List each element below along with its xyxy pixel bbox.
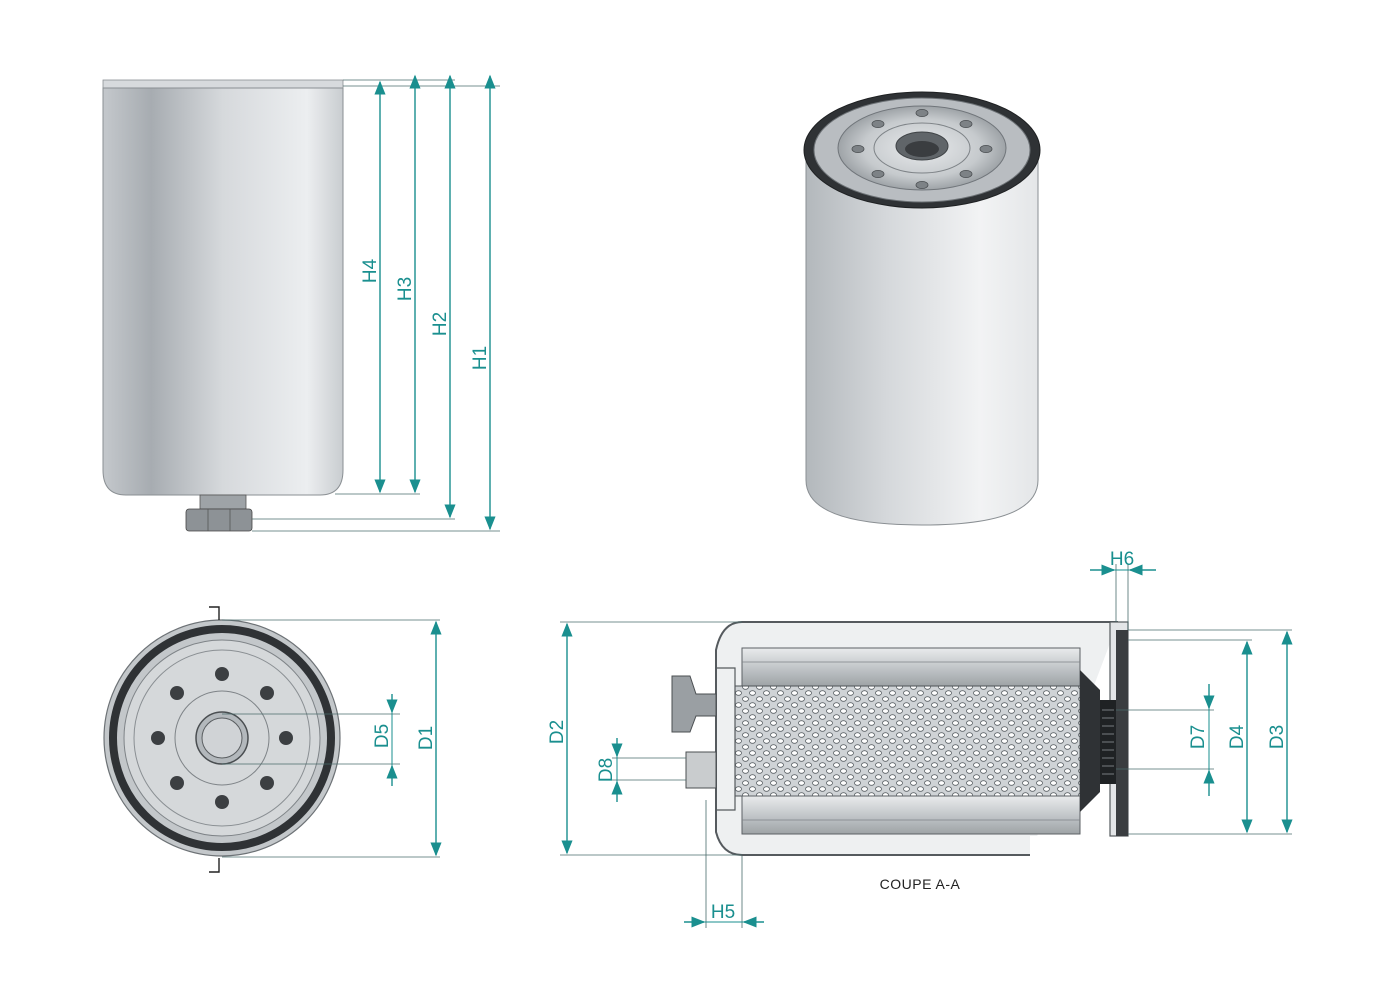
label-d5: D5 [372,724,393,748]
label-d8: D8 [596,758,617,782]
section-caption: COUPE A-A [880,876,961,892]
label-h5: H5 [711,902,735,923]
label-h2: H2 [430,312,451,336]
label-d2: D2 [547,720,568,744]
section-gasket [1116,630,1128,836]
section-view: D2 D8 H5 H6 D7 D4 D3 COUPE A-A [547,549,1293,928]
label-h6: H6 [1110,549,1134,570]
iso-bolt-holes [851,109,993,189]
section-thread [1102,709,1114,775]
label-d4: D4 [1227,724,1248,749]
section-top-media [741,647,1081,687]
label-d1: D1 [416,726,437,750]
section-drain-knob [671,675,717,733]
side-view: H4 H3 H2 H1 [102,74,500,532]
section-end-cap [1080,670,1100,812]
label-d7: D7 [1188,725,1209,749]
end-view: D5 D1 [103,606,442,873]
end-view-bolt-holes [151,667,293,809]
side-view-drain-valve [185,508,253,532]
side-view-top-gasket [102,79,344,89]
iso-body [805,149,1039,526]
label-d3: D3 [1267,725,1288,749]
end-view-gasket [109,625,335,851]
section-vent-plug [685,751,717,789]
label-h3: H3 [395,277,416,301]
section-bottom-media [741,795,1081,835]
section-marker-bottom [209,858,220,873]
label-h1: H1 [470,346,491,370]
side-view-drain-neck [199,494,247,510]
label-h4: H4 [360,258,381,283]
isometric-view [803,91,1041,526]
side-view-body [102,87,344,496]
section-mesh-core [734,685,1081,797]
section-marker-top [209,606,220,620]
